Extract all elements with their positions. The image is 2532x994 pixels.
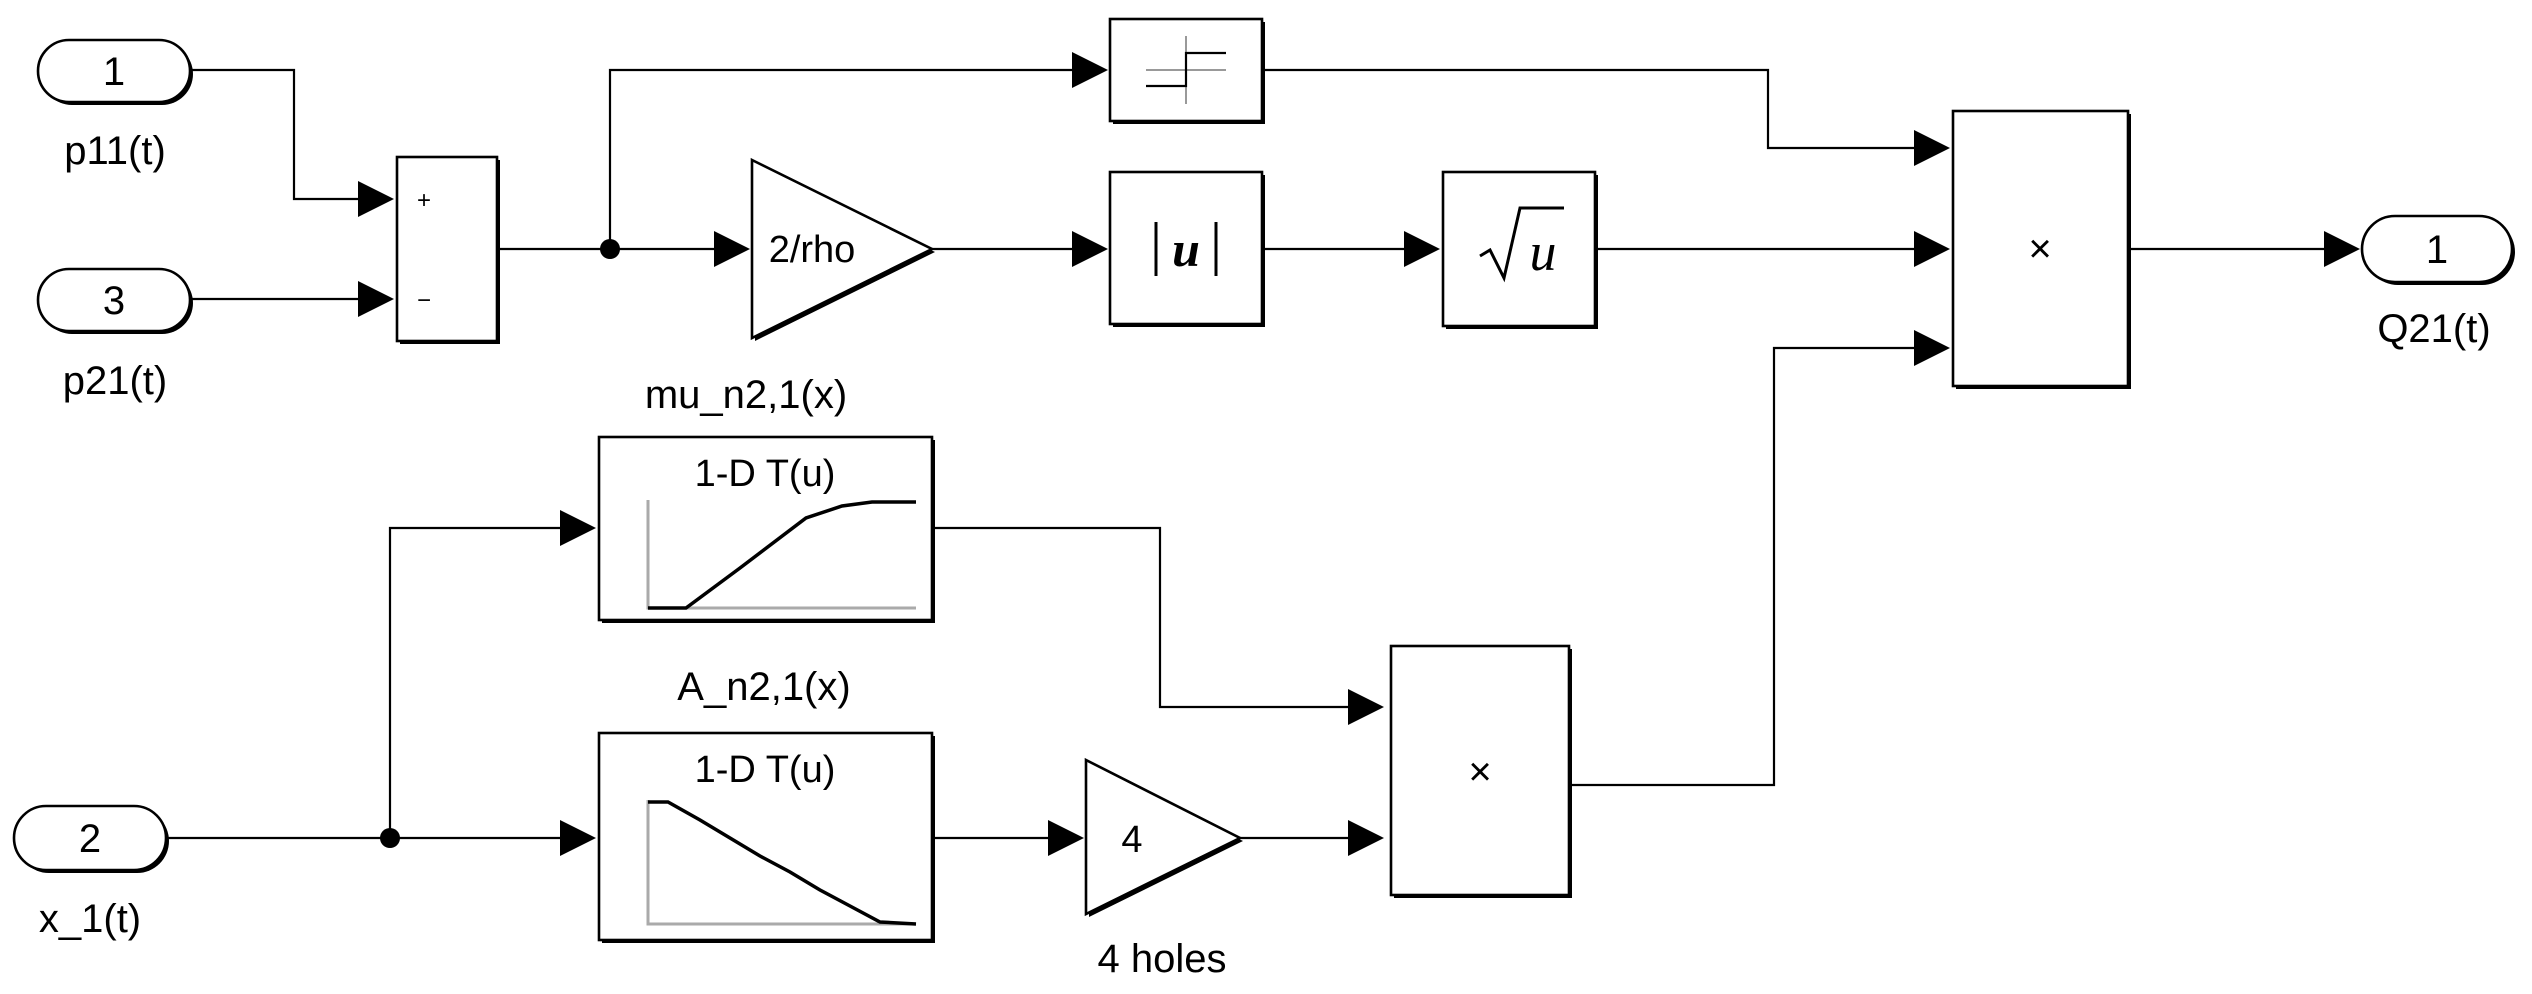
inport-number: 1 bbox=[103, 50, 125, 94]
lut-a-title: A_n2,1(x) bbox=[677, 665, 850, 709]
outport-number: 1 bbox=[2426, 228, 2448, 272]
sqrt-icon: u bbox=[1479, 206, 1564, 283]
inport-p21[interactable]: 3 p21(t) bbox=[36, 267, 193, 403]
arrow-product-in3 bbox=[1914, 330, 1950, 366]
svg-text:u: u bbox=[1172, 221, 1200, 277]
arrow-gain4 bbox=[1048, 820, 1084, 856]
gain-holes-caption: 4 holes bbox=[1098, 937, 1227, 981]
lut-a-label: 1-D T(u) bbox=[695, 749, 836, 791]
arrow-lut-mu bbox=[560, 510, 596, 546]
multiply-icon: × bbox=[1468, 750, 1491, 794]
multiply-icon: × bbox=[2028, 227, 2051, 271]
arrow-product-in2 bbox=[1914, 231, 1950, 267]
inport-label: x_1(t) bbox=[39, 897, 141, 941]
sqrt-block[interactable]: u bbox=[1441, 170, 1598, 329]
abs-icon: u bbox=[1154, 221, 1218, 277]
gain-holes-block[interactable]: 4 4 holes bbox=[1084, 757, 1243, 981]
inport-p11[interactable]: 1 p11(t) bbox=[36, 38, 193, 173]
lookup-table-a[interactable]: A_n2,1(x) 1-D T(u) bbox=[597, 665, 935, 943]
arrow-outport bbox=[2324, 231, 2360, 267]
arrowheads bbox=[358, 52, 2360, 856]
inport-label: p21(t) bbox=[63, 359, 168, 403]
wire-branch-to-lut-mu bbox=[388, 526, 560, 838]
inport-x1[interactable]: 2 x_1(t) bbox=[12, 804, 169, 941]
arrow-lut-a bbox=[560, 820, 596, 856]
arrow-lowerproduct-in1 bbox=[1348, 689, 1384, 725]
arrow-gain-rho bbox=[714, 231, 750, 267]
gain-rho-block[interactable]: 2/rho bbox=[750, 157, 935, 341]
arrow-product-in1 bbox=[1914, 130, 1950, 166]
abs-block[interactable]: u bbox=[1108, 170, 1265, 327]
svg-text:u: u bbox=[1530, 222, 1557, 282]
sum-plus-sign: + bbox=[417, 187, 431, 214]
branch-point-x1 bbox=[380, 828, 400, 848]
wire-sign-to-product bbox=[1263, 68, 1914, 150]
sum-minus-sign: − bbox=[417, 287, 431, 314]
branch-point-sum bbox=[600, 239, 620, 259]
inport-label: p11(t) bbox=[64, 129, 166, 173]
inport-number: 2 bbox=[79, 817, 101, 861]
gain-holes-label: 4 bbox=[1121, 819, 1142, 861]
arrow-sum-plus bbox=[358, 181, 394, 217]
lut-mu-curve-icon bbox=[646, 500, 916, 610]
arrow-lowerproduct-in2 bbox=[1348, 820, 1384, 856]
product-block-main[interactable]: × bbox=[1951, 109, 2131, 389]
sign-icon bbox=[1146, 36, 1226, 104]
outport-q21[interactable]: 1 Q21(t) bbox=[2360, 214, 2515, 351]
lut-mu-label: 1-D T(u) bbox=[695, 453, 836, 495]
arrow-sum-minus bbox=[358, 281, 394, 317]
signal-lines bbox=[166, 68, 2324, 840]
lookup-table-mu[interactable]: mu_n2,1(x) 1-D T(u) bbox=[597, 373, 935, 623]
outport-label: Q21(t) bbox=[2377, 307, 2490, 351]
lut-mu-title: mu_n2,1(x) bbox=[645, 373, 847, 417]
lut-a-curve-icon bbox=[646, 800, 917, 926]
inport-number: 3 bbox=[103, 279, 125, 323]
gain-rho-label: 2/rho bbox=[769, 229, 856, 271]
product-block-lower[interactable]: × bbox=[1389, 644, 1572, 898]
wire-lut-mu-to-product bbox=[932, 526, 1348, 709]
arrow-sign bbox=[1072, 52, 1108, 88]
sign-block[interactable] bbox=[1108, 17, 1265, 124]
arrow-sqrt bbox=[1404, 231, 1440, 267]
arrow-abs bbox=[1072, 231, 1108, 267]
wire-lowerproduct-to-product bbox=[1569, 346, 1914, 787]
wire-branch-to-sign bbox=[608, 68, 1072, 249]
wire-p11-to-sum bbox=[190, 68, 358, 201]
sum-block[interactable]: + − bbox=[395, 155, 500, 344]
